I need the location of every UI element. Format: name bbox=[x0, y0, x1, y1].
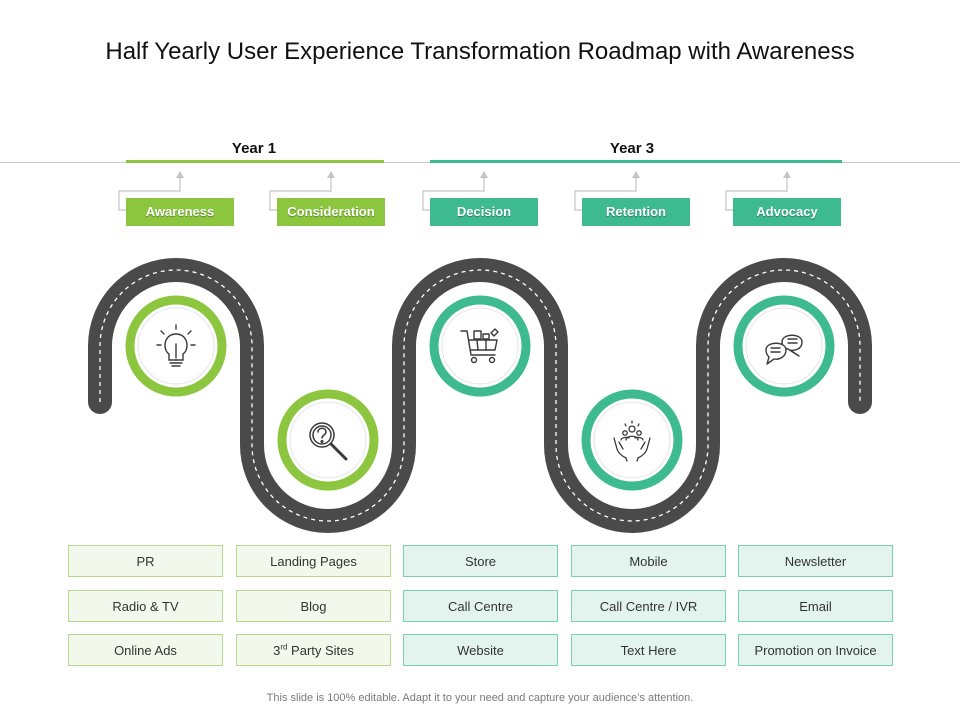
cell-consideration-3: 3rd Party Sites bbox=[236, 634, 391, 666]
cell-retention-3: Text Here bbox=[571, 634, 726, 666]
chat-bubbles-icon bbox=[765, 334, 803, 365]
cell-awareness-3: Online Ads bbox=[68, 634, 223, 666]
shopping-cart-icon bbox=[460, 328, 499, 364]
cell-decision-3: Website bbox=[403, 634, 558, 666]
stage-decision: Decision bbox=[430, 198, 538, 226]
stage-advocacy: Advocacy bbox=[733, 198, 841, 226]
year-1-bar bbox=[126, 160, 384, 163]
page-title: Half Yearly User Experience Transformati… bbox=[105, 38, 855, 65]
retention-circle bbox=[580, 388, 684, 492]
connector-retention bbox=[574, 176, 637, 211]
cell-awareness-1: PR bbox=[68, 545, 223, 577]
stage-connectors bbox=[118, 171, 791, 211]
cell-decision-1: Store bbox=[403, 545, 558, 577]
year-3-bar bbox=[430, 160, 842, 163]
lightbulb-icon bbox=[156, 324, 196, 367]
cell-advocacy-1: Newsletter bbox=[738, 545, 893, 577]
arrow-head-consideration bbox=[327, 171, 335, 178]
stage-consideration: Consideration bbox=[277, 198, 385, 226]
connector-awareness bbox=[118, 176, 181, 211]
connector-consideration bbox=[269, 176, 332, 211]
arrow-head-retention bbox=[632, 171, 640, 178]
decision-circle bbox=[428, 294, 532, 398]
arrow-head-decision bbox=[480, 171, 488, 178]
connector-decision bbox=[422, 176, 485, 211]
cell-awareness-2: Radio & TV bbox=[68, 590, 223, 622]
connector-advocacy bbox=[725, 176, 788, 211]
stage-retention: Retention bbox=[582, 198, 690, 226]
cell-retention-1: Mobile bbox=[571, 545, 726, 577]
cell-advocacy-3: Promotion on Invoice bbox=[738, 634, 893, 666]
consideration-circle bbox=[276, 388, 380, 492]
winding-road bbox=[88, 258, 872, 533]
year-3-label: Year 3 bbox=[609, 140, 655, 157]
cell-advocacy-2: Email bbox=[738, 590, 893, 622]
arrow-head-advocacy bbox=[783, 171, 791, 178]
road-center-line bbox=[99, 269, 861, 522]
year-1-label: Year 1 bbox=[231, 140, 277, 157]
cell-retention-2: Call Centre / IVR bbox=[571, 590, 726, 622]
hands-people-icon bbox=[613, 420, 651, 462]
cell-decision-2: Call Centre bbox=[403, 590, 558, 622]
arrow-head-awareness bbox=[176, 171, 184, 178]
cell-consideration-1: Landing Pages bbox=[236, 545, 391, 577]
footer-note: This slide is 100% editable. Adapt it to… bbox=[266, 692, 694, 704]
cell-consideration-2: Blog bbox=[236, 590, 391, 622]
stage-awareness: Awareness bbox=[126, 198, 234, 226]
magnifier-question-icon bbox=[309, 422, 348, 461]
